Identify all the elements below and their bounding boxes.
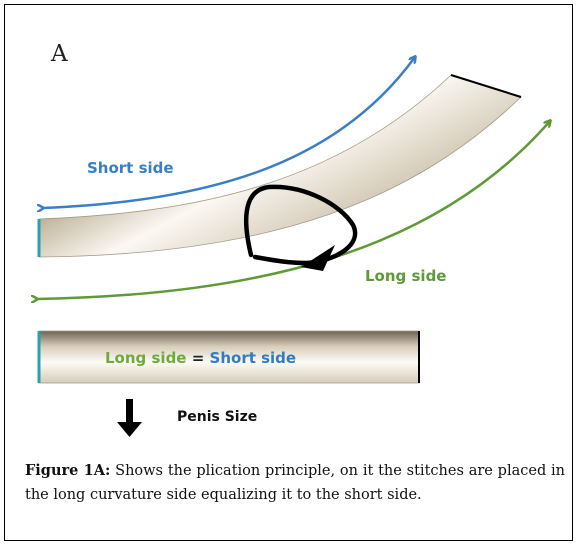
equation-sign: = (191, 349, 205, 367)
caption-lead: Figure 1A: (25, 462, 111, 479)
penis-size-label: Penis Size (177, 409, 258, 425)
equation-label: Long side = Short side (105, 349, 296, 367)
panel-letter: A (51, 41, 68, 67)
plication-stitch (243, 184, 358, 266)
plication-diagram (5, 5, 574, 437)
figure-frame: A Short side Long side Long side = Short… (4, 4, 573, 541)
figure-caption: Figure 1A: Shows the plication principle… (25, 459, 565, 507)
down-arrow-icon (117, 399, 142, 437)
stitch-arrow-head (301, 245, 335, 271)
short-side-label: Short side (87, 159, 174, 177)
caption-text: Shows the plication principle, on it the… (25, 463, 566, 503)
equation-short-side: Short side (209, 349, 297, 367)
curved-shaft-right-end (450, 74, 522, 98)
equation-long-side: Long side (105, 349, 187, 367)
long-side-label: Long side (365, 267, 447, 285)
